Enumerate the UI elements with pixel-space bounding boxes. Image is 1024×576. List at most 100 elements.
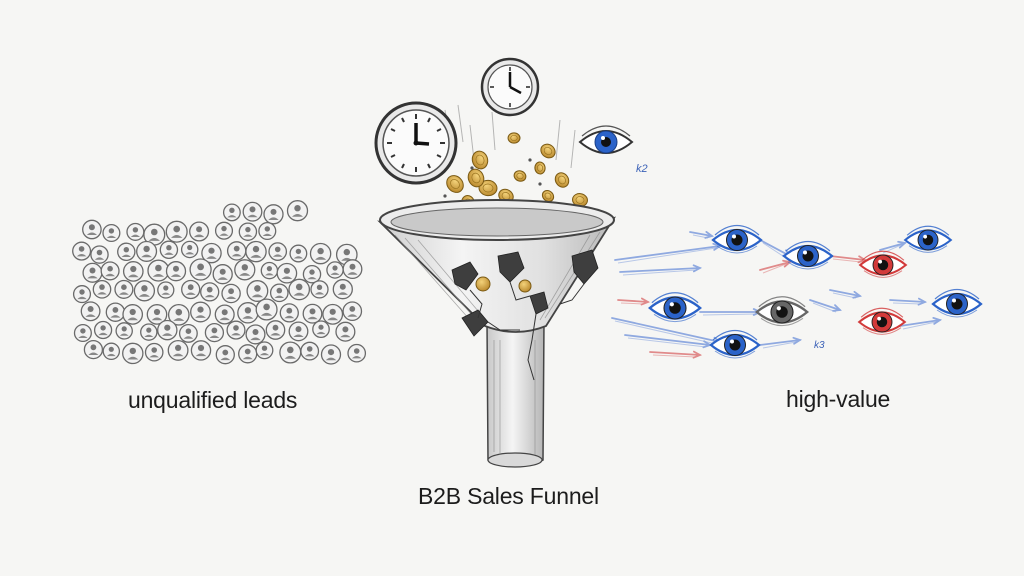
user-avatar-icon xyxy=(300,341,320,361)
eye-icon xyxy=(709,329,761,359)
user-avatar-icon xyxy=(265,320,286,340)
coin-icon xyxy=(446,175,464,193)
user-avatar-icon xyxy=(80,301,101,322)
label-sales-funnel: B2B Sales Funnel xyxy=(418,483,599,509)
user-avatar-icon xyxy=(255,298,278,321)
user-avatar-icon xyxy=(167,303,190,326)
user-avatar-icon xyxy=(117,242,136,262)
coin-icon xyxy=(541,189,555,203)
user-avatar-icon xyxy=(115,322,133,340)
user-avatar-icon xyxy=(238,344,258,364)
user-avatar-icon xyxy=(201,242,222,264)
user-avatar-icon xyxy=(204,322,225,343)
user-avatar-icon xyxy=(221,283,241,304)
user-avatar-icon xyxy=(190,301,211,323)
debris-dot xyxy=(528,158,532,162)
user-avatar-icon xyxy=(279,341,302,364)
user-avatar-icon xyxy=(237,302,259,324)
label-unqualified-leads: unqualified leads xyxy=(128,387,298,413)
user-avatar-icon xyxy=(200,282,220,302)
user-avatar-icon xyxy=(83,339,104,360)
user-avatar-icon xyxy=(332,279,353,300)
user-avatar-icon xyxy=(289,244,308,263)
flow-arrow xyxy=(889,297,928,306)
user-avatar-icon xyxy=(312,320,330,339)
user-avatar-icon xyxy=(136,240,158,262)
unqualified-leads-cluster xyxy=(72,200,367,365)
user-avatar-icon xyxy=(347,343,367,363)
user-avatar-icon xyxy=(159,240,179,260)
user-avatar-icon xyxy=(189,258,212,281)
user-avatar-icon xyxy=(226,241,247,261)
coin-icon xyxy=(478,179,498,197)
user-avatar-icon xyxy=(102,342,121,361)
coin-icon xyxy=(471,150,489,170)
user-avatar-icon xyxy=(302,264,322,284)
eye-icon xyxy=(782,240,834,270)
high-value-eye-cluster xyxy=(647,224,983,359)
user-avatar-icon xyxy=(190,340,212,361)
user-avatar-icon xyxy=(245,324,266,345)
flow-arrow xyxy=(759,336,803,349)
flow-arrow xyxy=(829,255,868,264)
user-avatar-icon xyxy=(144,342,164,362)
user-avatar-icon xyxy=(255,341,274,360)
flow-arrow xyxy=(649,350,703,359)
coin-icon xyxy=(467,168,485,188)
annotation-k3: k3 xyxy=(814,340,825,351)
user-avatar-icon xyxy=(146,304,168,325)
coin-icon xyxy=(554,172,570,188)
user-avatar-icon xyxy=(72,285,92,304)
user-avatar-icon xyxy=(114,279,134,299)
flow-arrow xyxy=(899,317,943,330)
user-avatar-icon xyxy=(245,240,267,263)
eye-icon xyxy=(858,250,908,278)
flow-arrows xyxy=(611,231,943,359)
user-avatar-icon xyxy=(215,345,235,365)
user-avatar-icon xyxy=(279,303,299,323)
user-avatar-icon xyxy=(212,264,233,285)
user-avatar-icon xyxy=(93,320,113,340)
user-avatar-icon xyxy=(288,278,311,301)
user-avatar-icon xyxy=(326,261,344,279)
flow-arrow xyxy=(699,308,763,316)
user-avatar-icon xyxy=(165,220,188,243)
user-avatar-icon xyxy=(122,261,144,282)
user-avatar-icon xyxy=(102,223,121,243)
user-avatar-icon xyxy=(242,201,263,222)
coin-icon xyxy=(540,143,556,159)
user-avatar-icon xyxy=(82,219,102,240)
flow-arrow xyxy=(759,259,792,274)
coin-icon xyxy=(534,161,546,175)
coin-icon xyxy=(507,132,521,144)
user-avatar-icon xyxy=(92,279,112,299)
user-avatar-icon xyxy=(342,301,363,322)
clock-icon xyxy=(480,57,540,117)
user-avatar-icon xyxy=(335,321,356,342)
debris-dot xyxy=(470,166,474,170)
user-avatar-icon xyxy=(288,321,309,342)
user-avatar-icon xyxy=(82,262,103,283)
annotation-k2: k2 xyxy=(636,163,648,175)
eye-icon xyxy=(903,225,953,253)
flow-arrow xyxy=(689,231,715,239)
user-avatar-icon xyxy=(214,221,234,240)
debris-dot xyxy=(443,194,447,198)
eye-icon xyxy=(931,288,983,318)
user-avatar-icon xyxy=(105,302,126,322)
flow-arrow xyxy=(619,264,703,276)
user-avatar-icon xyxy=(286,200,309,222)
user-avatar-icon xyxy=(167,339,189,361)
user-avatar-icon xyxy=(133,280,156,302)
flow-arrow xyxy=(614,242,723,264)
flow-arrow xyxy=(617,297,651,306)
eye-icon xyxy=(647,292,703,323)
user-avatar-icon xyxy=(143,223,166,246)
user-avatar-icon xyxy=(234,259,256,281)
user-avatar-icon xyxy=(157,319,178,341)
funnel-icon xyxy=(377,199,617,468)
user-avatar-icon xyxy=(342,259,363,280)
clock-icon xyxy=(374,101,458,185)
user-avatar-icon xyxy=(269,283,289,303)
